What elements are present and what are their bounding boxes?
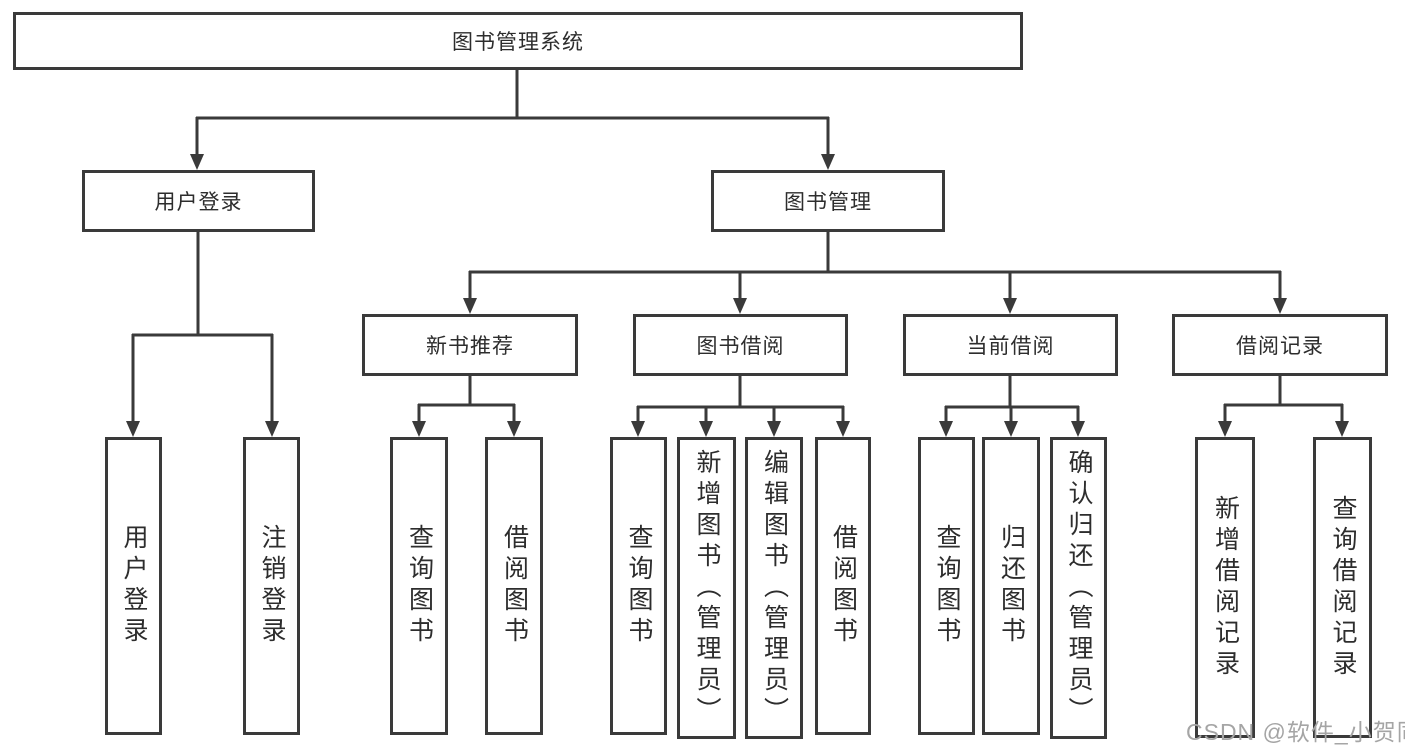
leaf-borrow-books: 借阅图书 [815,437,871,735]
leaf-label: 归还图书 [997,524,1026,648]
node-label: 图书管理系统 [452,31,584,54]
node-book-borrowing: 图书借阅 [633,314,848,376]
leaf-label: 查询借阅记录 [1329,494,1357,681]
node-current-borrowing: 当前借阅 [903,314,1118,376]
leaf-query-borrow-record: 查询借阅记录 [1313,437,1372,738]
node-label: 用户登录 [154,191,243,214]
node-book-management-module: 图书管理 [711,170,945,232]
node-label: 借阅记录 [1236,335,1324,358]
node-borrowing-records: 借阅记录 [1172,314,1388,376]
leaf-query-books-borrowing: 查询图书 [610,437,667,735]
node-label: 新书推荐 [426,335,514,358]
leaf-query-books-current: 查询图书 [918,437,975,735]
node-label: 图书管理 [784,191,872,214]
leaf-user-login: 用户登录 [105,437,162,735]
leaf-add-books-admin: 新增图书（管理员） [677,437,736,739]
leaf-logout: 注销登录 [243,437,300,735]
leaf-label: 查询图书 [625,524,653,648]
leaf-edit-books-admin: 编辑图书（管理员） [745,437,803,739]
node-user-login-module: 用户登录 [82,170,315,232]
leaf-add-borrow-record: 新增借阅记录 [1195,437,1255,738]
node-new-book-recommend: 新书推荐 [362,314,578,376]
leaf-label: 新增图书（管理员） [693,448,721,728]
leaf-label: 借阅图书 [500,524,529,648]
leaf-label: 确认归还（管理员） [1065,448,1093,728]
leaf-label: 用户登录 [120,524,148,648]
leaf-return-books: 归还图书 [982,437,1040,735]
leaf-confirm-return-admin: 确认归还（管理员） [1050,437,1107,739]
leaf-query-books-recommend: 查询图书 [390,437,448,735]
leaf-label: 查询图书 [933,524,961,648]
node-label: 图书借阅 [696,335,785,358]
leaf-borrow-books-recommend: 借阅图书 [485,437,543,735]
leaf-label: 注销登录 [258,524,286,648]
csdn-watermark: CSDN @软件_小贺同学 [1186,719,1405,745]
node-root-system: 图书管理系统 [13,12,1023,70]
node-label: 当前借阅 [966,335,1055,358]
leaf-label: 查询图书 [405,524,434,648]
leaf-label: 编辑图书（管理员） [760,448,789,728]
leaf-label: 借阅图书 [829,524,858,648]
leaf-label: 新增借阅记录 [1211,494,1240,681]
